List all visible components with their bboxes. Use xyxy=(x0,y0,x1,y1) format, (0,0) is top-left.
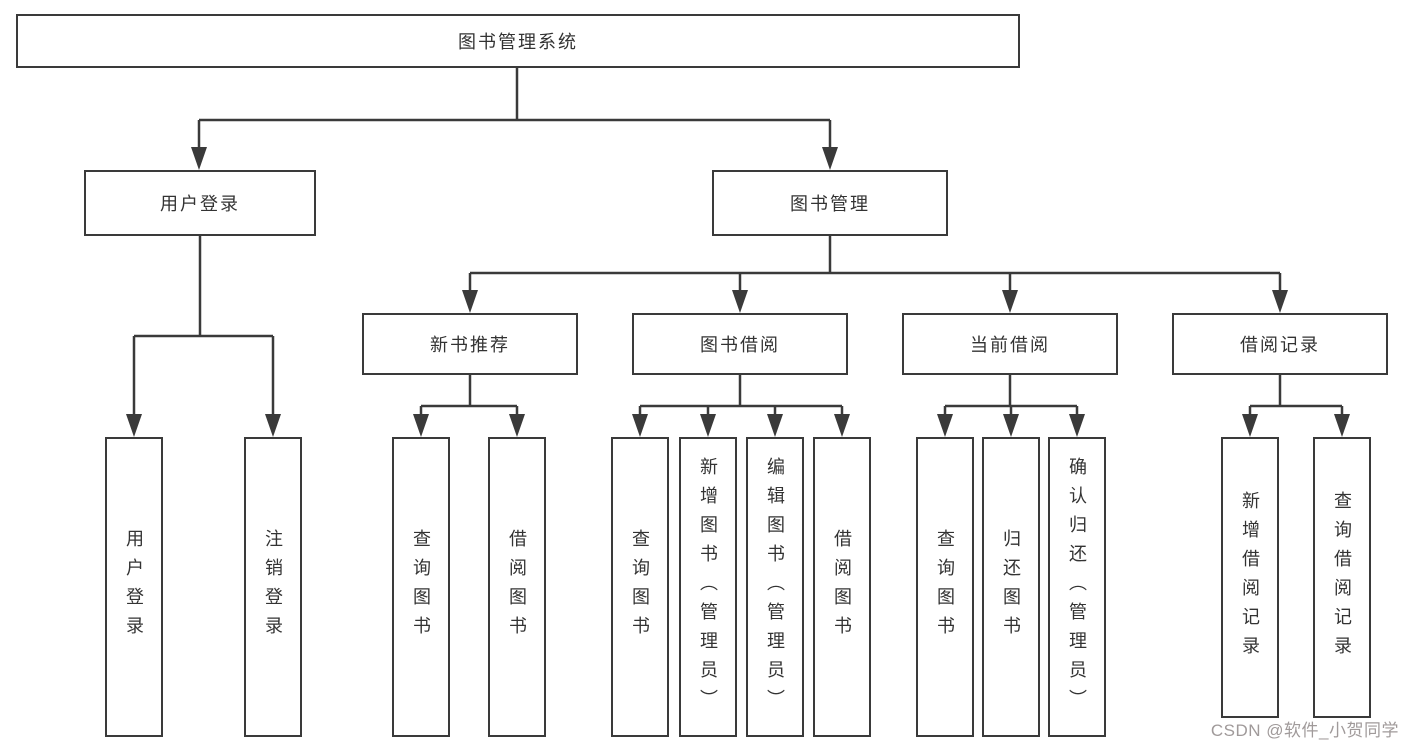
leaf-label: 查询借阅记录 xyxy=(1332,490,1352,665)
leaf-query-books-borrow: 查询图书 xyxy=(611,437,669,737)
leaf-label: 编辑图书（管理员） xyxy=(765,456,785,718)
node-label: 新书推荐 xyxy=(430,335,510,355)
node-label: 当前借阅 xyxy=(970,335,1050,355)
csdn-watermark: CSDN @软件_小贺同学 xyxy=(1210,721,1399,740)
leaf-borrow-books: 借阅图书 xyxy=(813,437,871,737)
leaf-label: 查询图书 xyxy=(935,529,955,645)
node-book-management: 图书管理 xyxy=(712,170,948,236)
leaf-edit-books-admin: 编辑图书（管理员） xyxy=(746,437,804,737)
leaf-add-books-admin: 新增图书（管理员） xyxy=(679,437,737,737)
node-book-borrow: 图书借阅 xyxy=(632,313,848,375)
node-new-book-recommend: 新书推荐 xyxy=(362,313,578,375)
node-borrow-records: 借阅记录 xyxy=(1172,313,1388,375)
leaf-user-login: 用户登录 xyxy=(105,437,163,737)
leaf-query-books-current: 查询图书 xyxy=(916,437,974,737)
leaf-label: 借阅图书 xyxy=(832,529,852,645)
leaf-label: 用户登录 xyxy=(124,529,144,645)
leaf-query-borrow-record: 查询借阅记录 xyxy=(1313,437,1371,718)
node-label: 借阅记录 xyxy=(1240,335,1320,355)
leaf-label: 查询图书 xyxy=(411,529,431,645)
leaf-label: 注销登录 xyxy=(263,529,283,645)
leaf-label: 归还图书 xyxy=(1001,529,1021,645)
node-label: 图书借阅 xyxy=(700,335,780,355)
node-label: 图书管理系统 xyxy=(458,32,578,52)
leaf-confirm-return-admin: 确认归还（管理员） xyxy=(1048,437,1106,737)
leaf-borrow-books-recommend: 借阅图书 xyxy=(488,437,546,737)
leaf-label: 新增图书（管理员） xyxy=(698,456,718,718)
leaf-query-books-recommend: 查询图书 xyxy=(392,437,450,737)
leaf-label: 借阅图书 xyxy=(507,529,527,645)
leaf-label: 新增借阅记录 xyxy=(1240,490,1260,665)
node-current-borrow: 当前借阅 xyxy=(902,313,1118,375)
leaf-return-books: 归还图书 xyxy=(982,437,1040,737)
node-library-management-system: 图书管理系统 xyxy=(16,14,1020,68)
leaf-label: 确认归还（管理员） xyxy=(1067,456,1087,718)
leaf-add-borrow-record: 新增借阅记录 xyxy=(1221,437,1279,718)
node-label: 图书管理 xyxy=(790,194,870,214)
leaf-logout-login: 注销登录 xyxy=(244,437,302,737)
leaf-label: 查询图书 xyxy=(630,529,650,645)
node-label: 用户登录 xyxy=(160,194,240,214)
node-user-login: 用户登录 xyxy=(84,170,316,236)
arrowheads xyxy=(126,147,1350,437)
